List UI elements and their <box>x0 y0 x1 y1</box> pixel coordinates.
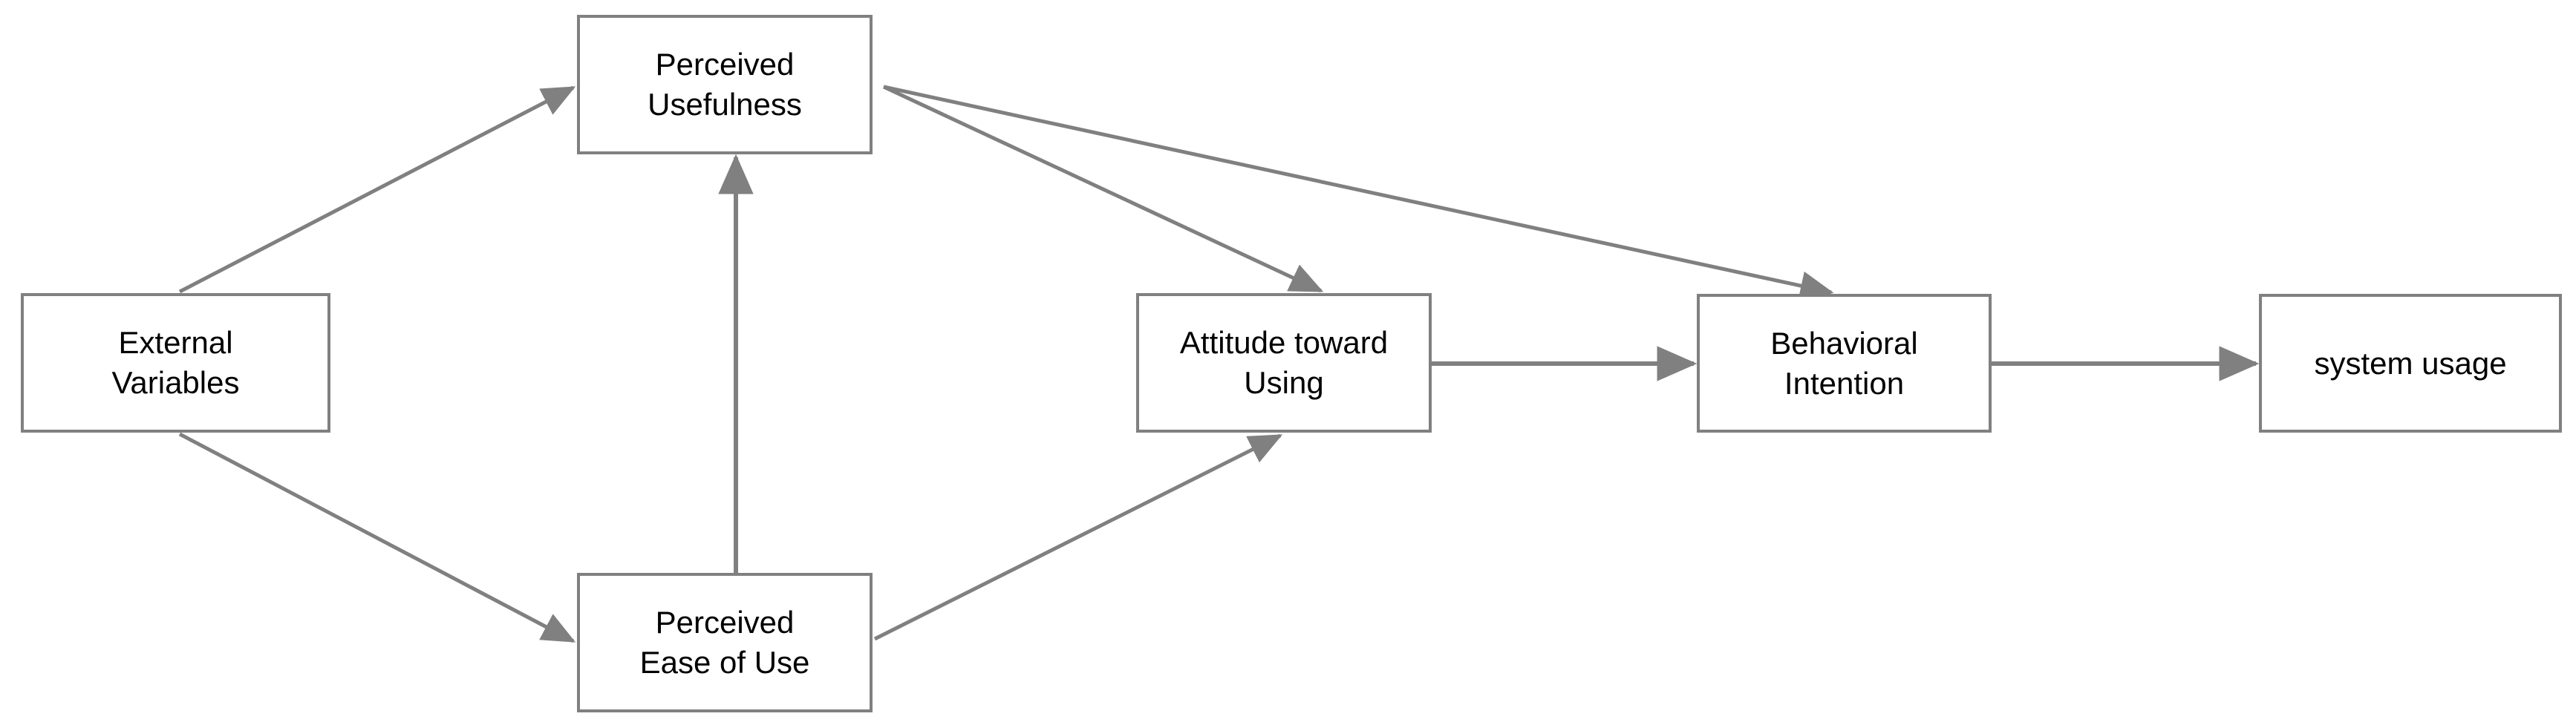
edge-perceived-usefulness-to-behavioral-intention <box>883 85 1834 301</box>
node-label-system-usage: system usage <box>2314 345 2507 381</box>
node-label-perceived-usefulness: Perceived Usefulness <box>648 47 802 122</box>
node-label-attitude-toward-using: Attitude toward Using <box>1179 325 1389 400</box>
node-label-external-variables: External Variables <box>111 325 240 400</box>
edge-external-variables-to-perceived-usefulness <box>178 85 576 294</box>
node-attitude-toward-using[interactable]: Attitude toward Using <box>1136 293 1432 433</box>
node-behavioral-intention[interactable]: Behavioral Intention <box>1697 294 1992 433</box>
edge-external-variables-to-perceived-ease-of-use <box>178 432 576 643</box>
node-external-variables[interactable]: External Variables <box>21 293 330 433</box>
edge-perceived-usefulness-to-attitude-toward-using <box>882 85 1324 293</box>
node-label-behavioral-intention: Behavioral Intention <box>1770 325 1918 401</box>
node-perceived-ease-of-use[interactable]: Perceived Ease of Use <box>577 573 873 712</box>
edge-perceived-ease-of-use-to-attitude-toward-using <box>873 433 1283 641</box>
node-label-perceived-ease-of-use: Perceived Ease of Use <box>639 605 810 680</box>
node-system-usage[interactable]: system usage <box>2259 294 2562 433</box>
node-perceived-usefulness[interactable]: Perceived Usefulness <box>577 15 873 154</box>
